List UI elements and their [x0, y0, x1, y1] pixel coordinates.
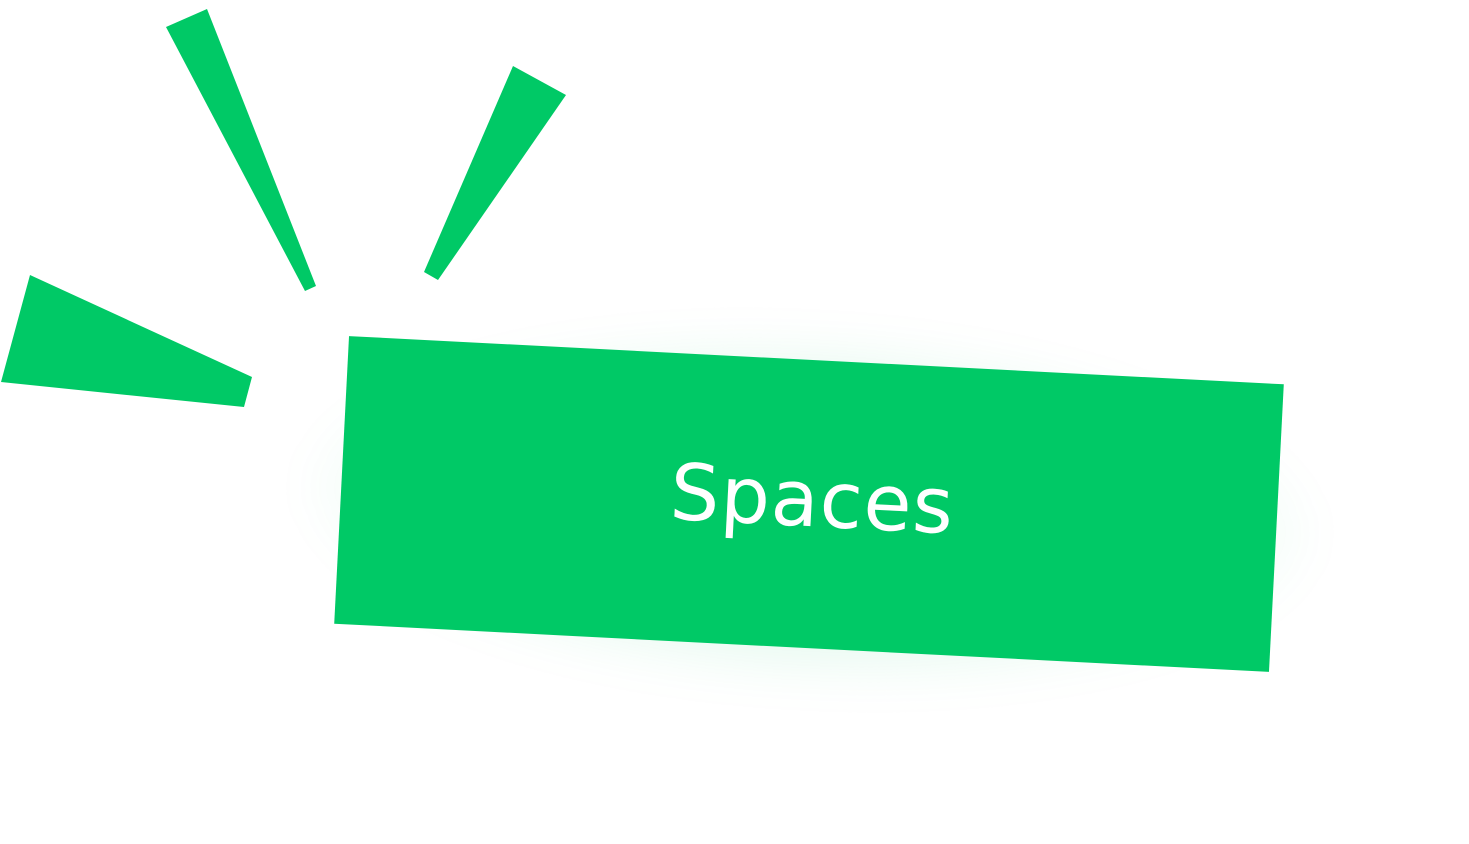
- spaces-button[interactable]: Spaces: [334, 336, 1284, 672]
- spaces-button-label: Spaces: [667, 447, 957, 553]
- burst-ray-top: [166, 9, 316, 291]
- burst-ray-right: [424, 66, 566, 280]
- burst-ray-left: [1, 275, 252, 407]
